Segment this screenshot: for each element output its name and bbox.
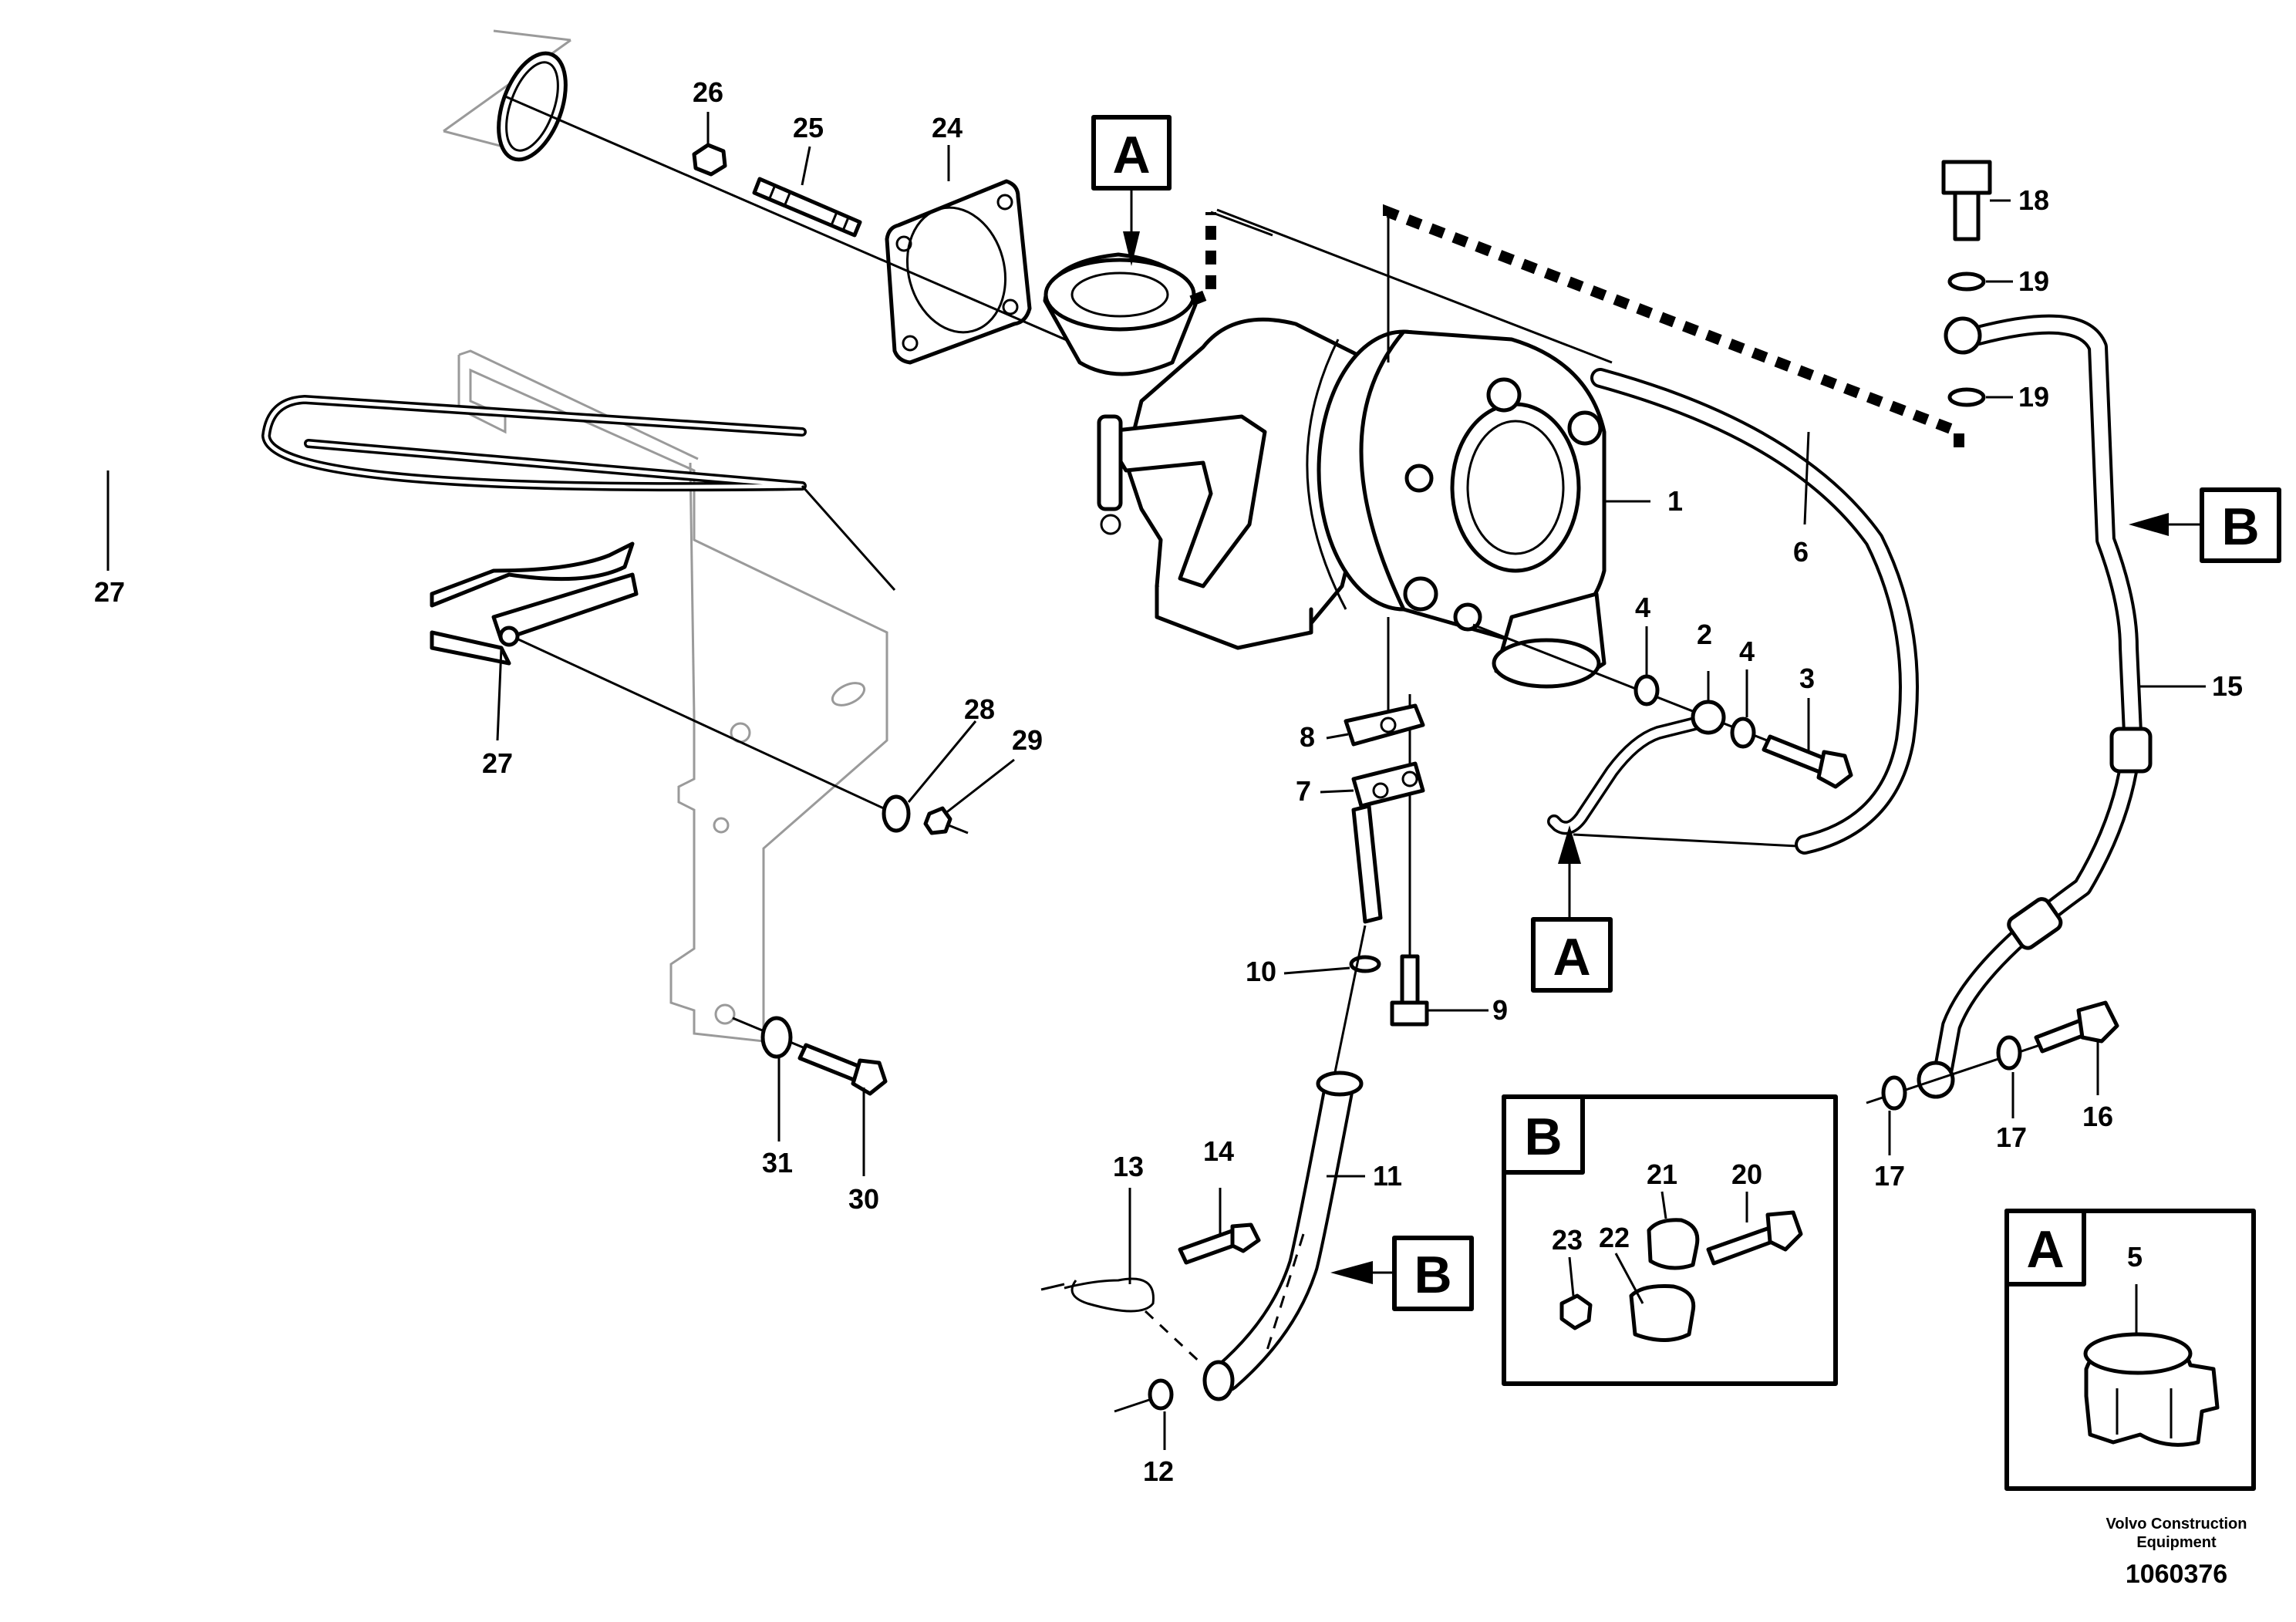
oil-feed-pipe bbox=[1917, 314, 2153, 1099]
callout-12: 12 bbox=[1143, 1455, 1174, 1487]
exhaust-pipe bbox=[443, 29, 571, 162]
detail-a-heat-shield bbox=[2004, 1209, 2256, 1491]
callout-24: 24 bbox=[932, 112, 963, 143]
banjo-bolt bbox=[2034, 1000, 2119, 1054]
svg-text:A: A bbox=[1553, 928, 1590, 986]
company-name-2: Equipment bbox=[2136, 1534, 2217, 1551]
callout-25: 25 bbox=[793, 112, 824, 143]
callout-26: 26 bbox=[693, 76, 723, 108]
o-ring bbox=[1148, 1378, 1174, 1411]
clip-screw bbox=[1178, 1222, 1261, 1265]
hose-clip bbox=[1064, 1277, 1155, 1313]
callout-30: 30 bbox=[848, 1183, 879, 1215]
flange-gasket bbox=[885, 179, 1032, 365]
marker-b-pipe: B bbox=[1330, 1236, 1474, 1311]
callout-13: 13 bbox=[1113, 1151, 1144, 1182]
marker-a-top: A bbox=[1091, 115, 1172, 266]
detail-a-label: A bbox=[2026, 1220, 2064, 1279]
bolt bbox=[797, 1043, 888, 1096]
mounting-bracket bbox=[457, 349, 888, 1043]
footer: Volvo Construction Equipment 1060376 bbox=[2106, 1516, 2247, 1589]
callout-11: 11 bbox=[1373, 1160, 1402, 1192]
callout-7: 7 bbox=[1296, 775, 1311, 807]
drawing-number: 1060376 bbox=[2126, 1560, 2227, 1589]
callout-16: 16 bbox=[2082, 1101, 2113, 1132]
callout-4: 4 bbox=[1635, 592, 1650, 623]
callout-10: 10 bbox=[1246, 956, 1276, 987]
callout-labels: 1 2 3 4 4 5 6 7 8 9 10 11 12 13 14 15 16… bbox=[94, 76, 2243, 1487]
sealing-washer bbox=[1881, 1075, 1907, 1111]
callout-6: 6 bbox=[1793, 536, 1809, 568]
nut bbox=[923, 806, 952, 835]
callout-27: 27 bbox=[94, 576, 125, 608]
turbocharger bbox=[1097, 317, 1607, 689]
feed-tube bbox=[1547, 714, 1711, 835]
drain-gasket bbox=[1344, 703, 1425, 747]
detail-b-pipe-clamp bbox=[1502, 1094, 1838, 1386]
callout-29: 29 bbox=[1012, 724, 1043, 756]
callout-2: 2 bbox=[1697, 619, 1712, 650]
callout-21: 21 bbox=[1647, 1158, 1677, 1190]
sealing-washer bbox=[1947, 271, 1986, 292]
flange-bolt bbox=[1390, 954, 1429, 1027]
drain-pipe bbox=[1202, 1071, 1364, 1401]
stud bbox=[752, 177, 862, 238]
callout-18: 18 bbox=[2018, 184, 2049, 216]
callout-31: 31 bbox=[762, 1147, 793, 1179]
washer bbox=[760, 1016, 793, 1059]
oil-hose bbox=[1590, 368, 1919, 855]
svg-text:B: B bbox=[1414, 1246, 1451, 1304]
callout-9: 9 bbox=[1492, 994, 1508, 1026]
callout-15: 15 bbox=[2212, 670, 2243, 702]
drain-flange bbox=[1351, 761, 1425, 924]
company-name: Volvo Construction bbox=[2106, 1516, 2247, 1533]
washer bbox=[882, 794, 911, 833]
sealing-washer bbox=[1947, 387, 1986, 407]
callout-19: 19 bbox=[2018, 265, 2049, 297]
svg-text:A: A bbox=[1112, 126, 1150, 184]
callout-27: 27 bbox=[482, 747, 513, 779]
callout-19: 19 bbox=[2018, 381, 2049, 413]
sealing-washer bbox=[1996, 1035, 2022, 1071]
callout-5: 5 bbox=[2127, 1241, 2143, 1273]
callout-17: 17 bbox=[1996, 1121, 2027, 1153]
washer bbox=[1730, 717, 1756, 749]
callout-1: 1 bbox=[1667, 485, 1683, 517]
u-bolt bbox=[261, 395, 807, 492]
clamp-saddle bbox=[430, 541, 639, 666]
heat-shield bbox=[1043, 252, 1198, 376]
banjo-bolt bbox=[1941, 160, 1992, 241]
callout-8: 8 bbox=[1300, 721, 1315, 753]
nut bbox=[692, 143, 727, 177]
callout-20: 20 bbox=[1731, 1158, 1762, 1190]
callout-28: 28 bbox=[964, 693, 995, 725]
callout-23: 23 bbox=[1552, 1224, 1583, 1256]
callout-17: 17 bbox=[1874, 1160, 1905, 1192]
callout-22: 22 bbox=[1599, 1222, 1630, 1253]
leader-lines bbox=[106, 112, 2206, 1450]
detail-b-label: B bbox=[1524, 1108, 1562, 1166]
washer bbox=[1633, 674, 1660, 706]
marker-a-bottom: A bbox=[1531, 825, 1613, 993]
marker-b-right: B bbox=[2129, 487, 2281, 563]
callout-3: 3 bbox=[1799, 663, 1815, 694]
svg-text:B: B bbox=[2221, 497, 2259, 556]
callout-4: 4 bbox=[1739, 636, 1755, 667]
banjo-fitting bbox=[1691, 700, 1726, 735]
callout-14: 14 bbox=[1203, 1135, 1234, 1167]
